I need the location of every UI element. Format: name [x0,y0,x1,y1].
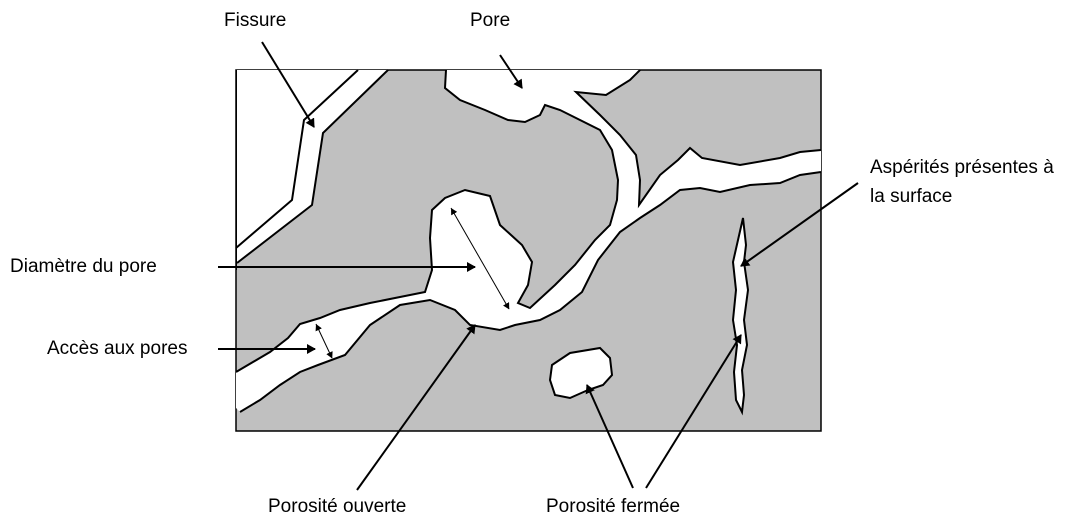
label-porosite-fermee: Porosité fermée [546,494,680,519]
label-pore: Pore [470,8,510,33]
label-fissure: Fissure [224,8,286,33]
label-diametre: Diamètre du pore [10,254,157,279]
label-acces: Accès aux pores [47,336,187,361]
label-asperites-line1: Aspérités présentes à [870,155,1054,180]
label-asperites-line2: la surface [870,184,952,209]
label-porosite-ouverte: Porosité ouverte [268,494,406,519]
